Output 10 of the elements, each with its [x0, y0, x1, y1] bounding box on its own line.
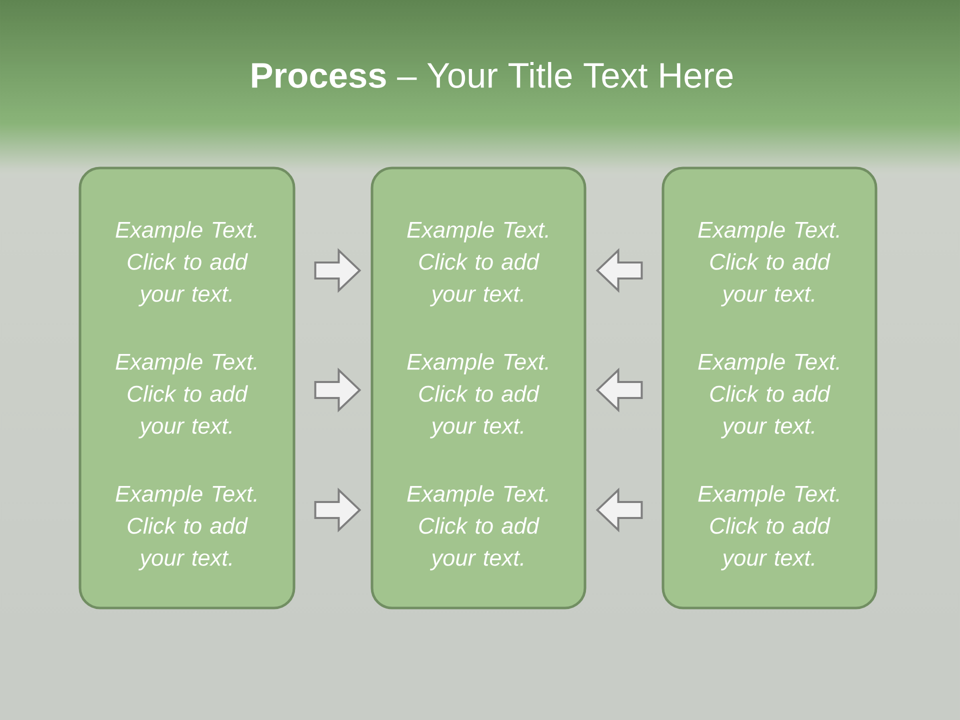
process-box: Example Text. Click to add your text. Example Text. Click to add your text. Example Text. Click to add your text. [662, 166, 878, 610]
block-arrow [596, 248, 643, 293]
block-arrow [314, 488, 362, 532]
slide-title: Process – Your Title Text Here [252, 62, 733, 88]
process-box: Example Text. Click to add your text. Example Text. Click to add your text. Example Text. Click to add your text. [370, 166, 586, 610]
block-arrow [596, 368, 643, 412]
block-arrow [596, 488, 643, 532]
block-arrow [314, 248, 362, 293]
block-arrow [314, 368, 362, 412]
process-box: Example Text. Click to add your text. Example Text. Click to add your text. Example Text. Click to add your text. [78, 166, 296, 610]
